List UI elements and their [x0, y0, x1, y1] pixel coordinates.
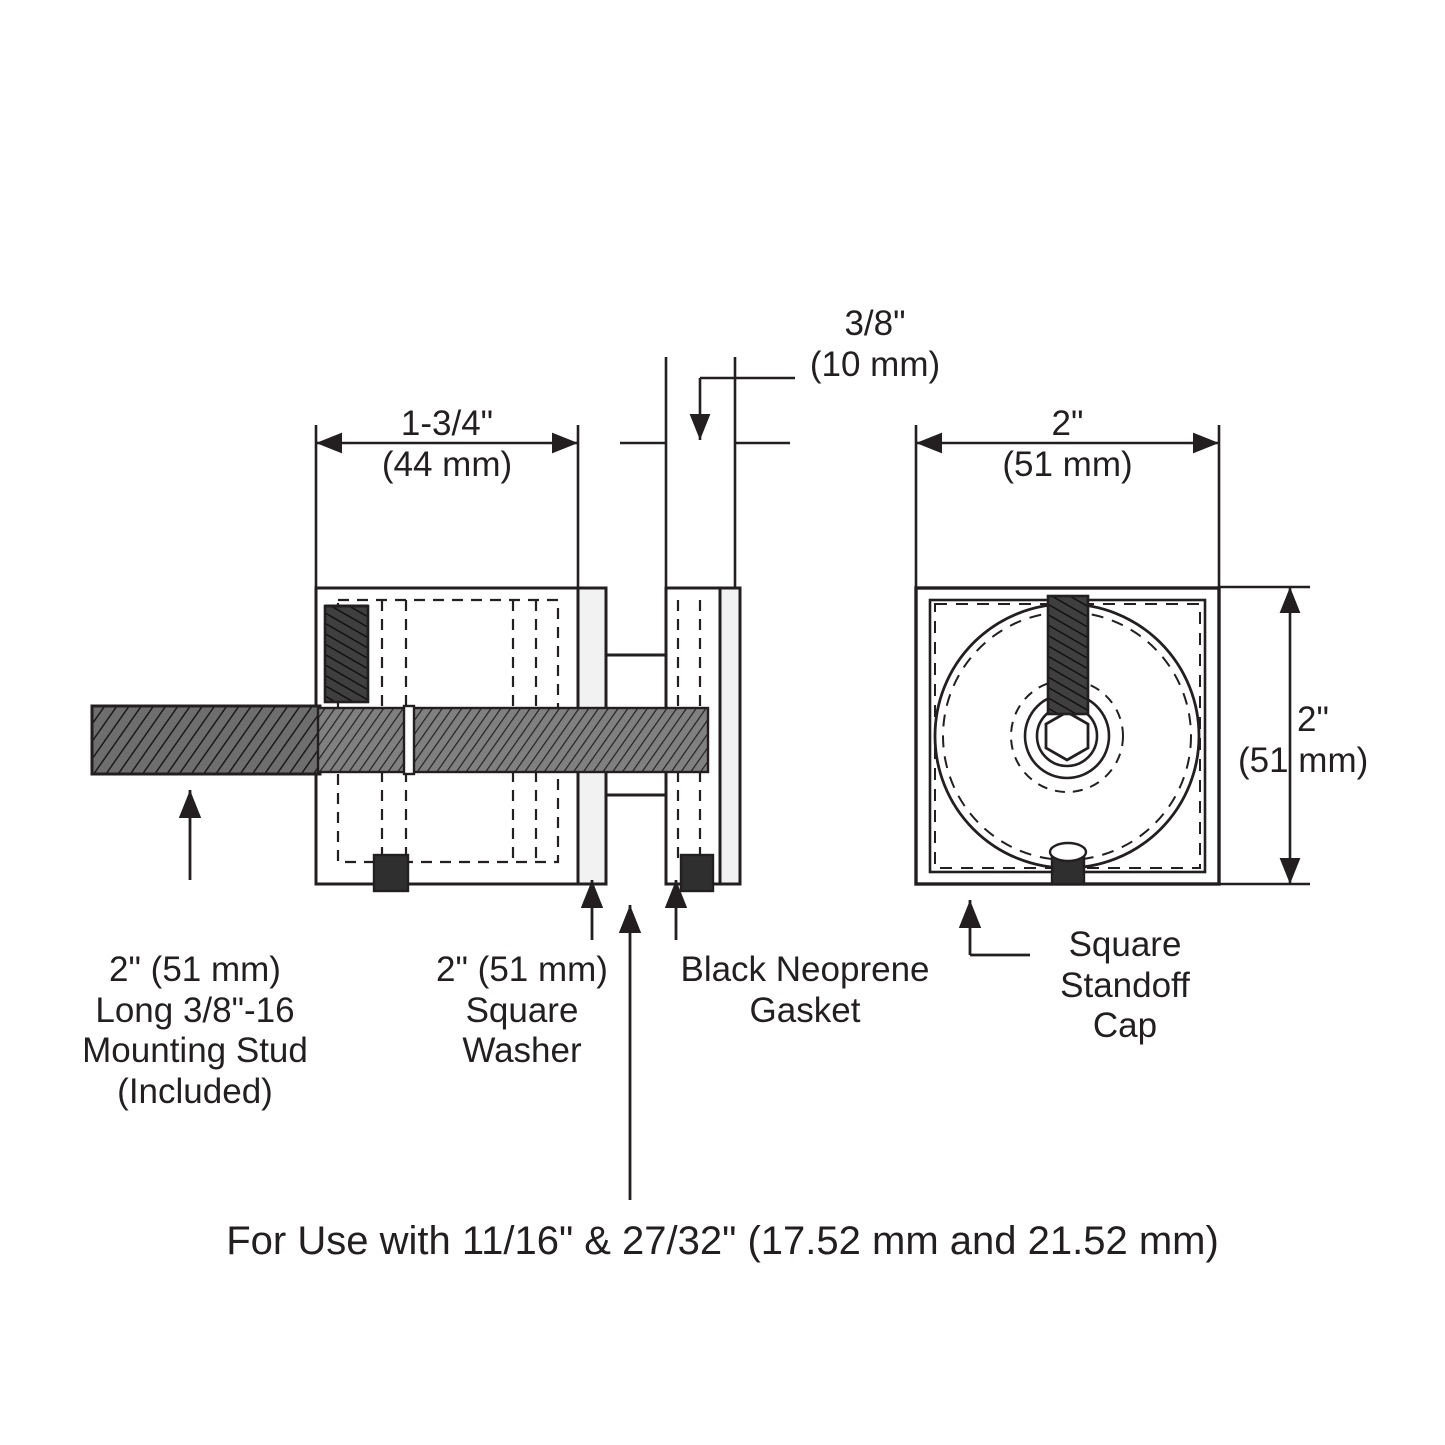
dimension-cap-width-imperial: 2" — [1051, 404, 1084, 443]
callout-square-washer: 2" (51 mm) Square Washer — [392, 950, 652, 1072]
dimension-depth-imperial: 1-3/4" — [400, 404, 494, 443]
dimension-cap-height-label: 2" (51 mm) — [1238, 700, 1438, 781]
callout-mounting-stud: 2" (51 mm) Long 3/8"-16 Mounting Stud (I… — [30, 950, 360, 1112]
dimension-depth-metric: (44 mm) — [381, 444, 513, 484]
set-screw-top — [323, 604, 370, 704]
callout-cap-line1: Square — [1068, 925, 1182, 964]
dimension-gasket-label: 3/8" (10 mm) — [745, 304, 1005, 385]
callout-washer-line1: 2" (51 mm) — [436, 950, 608, 989]
mounting-stud — [90, 704, 710, 776]
callout-neoprene-gasket: Black Neoprene Gasket — [660, 950, 950, 1031]
dimension-gasket-imperial: 3/8" — [844, 304, 906, 343]
callout-standoff-cap: Square Standoff Cap — [1000, 925, 1250, 1047]
dimension-cap-width — [914, 425, 1221, 600]
dimension-cap-width-label: 2" (51 mm) — [916, 404, 1219, 485]
callout-stud-line2: Long 3/8"-16 — [95, 990, 295, 1030]
callout-stud-line4: (Included) — [117, 1071, 273, 1111]
callout-cap-line3: Cap — [1092, 1006, 1158, 1046]
dimension-gasket — [620, 357, 795, 600]
dimension-depth — [314, 425, 580, 600]
dimension-cap-height-imperial: 2" — [1297, 700, 1329, 739]
dimension-cap-height-metric: (51 mm) — [1238, 740, 1369, 780]
dimension-depth-label: 1-3/4" (44 mm) — [316, 404, 578, 485]
callout-washer-line2: Square — [465, 990, 579, 1030]
callout-gasket-line1: Black Neoprene — [680, 950, 930, 989]
callout-stud-line3: Mounting Stud — [82, 1031, 308, 1071]
standoff-cap-front — [914, 586, 1221, 886]
footnote-text: For Use with 11/16" & 27/32" (17.52 mm a… — [226, 1219, 1219, 1263]
dimension-cap-width-metric: (51 mm) — [1002, 444, 1133, 484]
callout-gasket-line2: Gasket — [749, 990, 861, 1030]
callout-washer-line3: Washer — [462, 1031, 582, 1071]
dimension-cap-height — [1219, 585, 1310, 886]
callout-stud-line1: 2" (51 mm) — [109, 950, 281, 989]
dimension-gasket-metric: (10 mm) — [809, 344, 941, 384]
leader-cap — [958, 900, 1030, 957]
callout-cap-line2: Standoff — [1060, 965, 1190, 1005]
